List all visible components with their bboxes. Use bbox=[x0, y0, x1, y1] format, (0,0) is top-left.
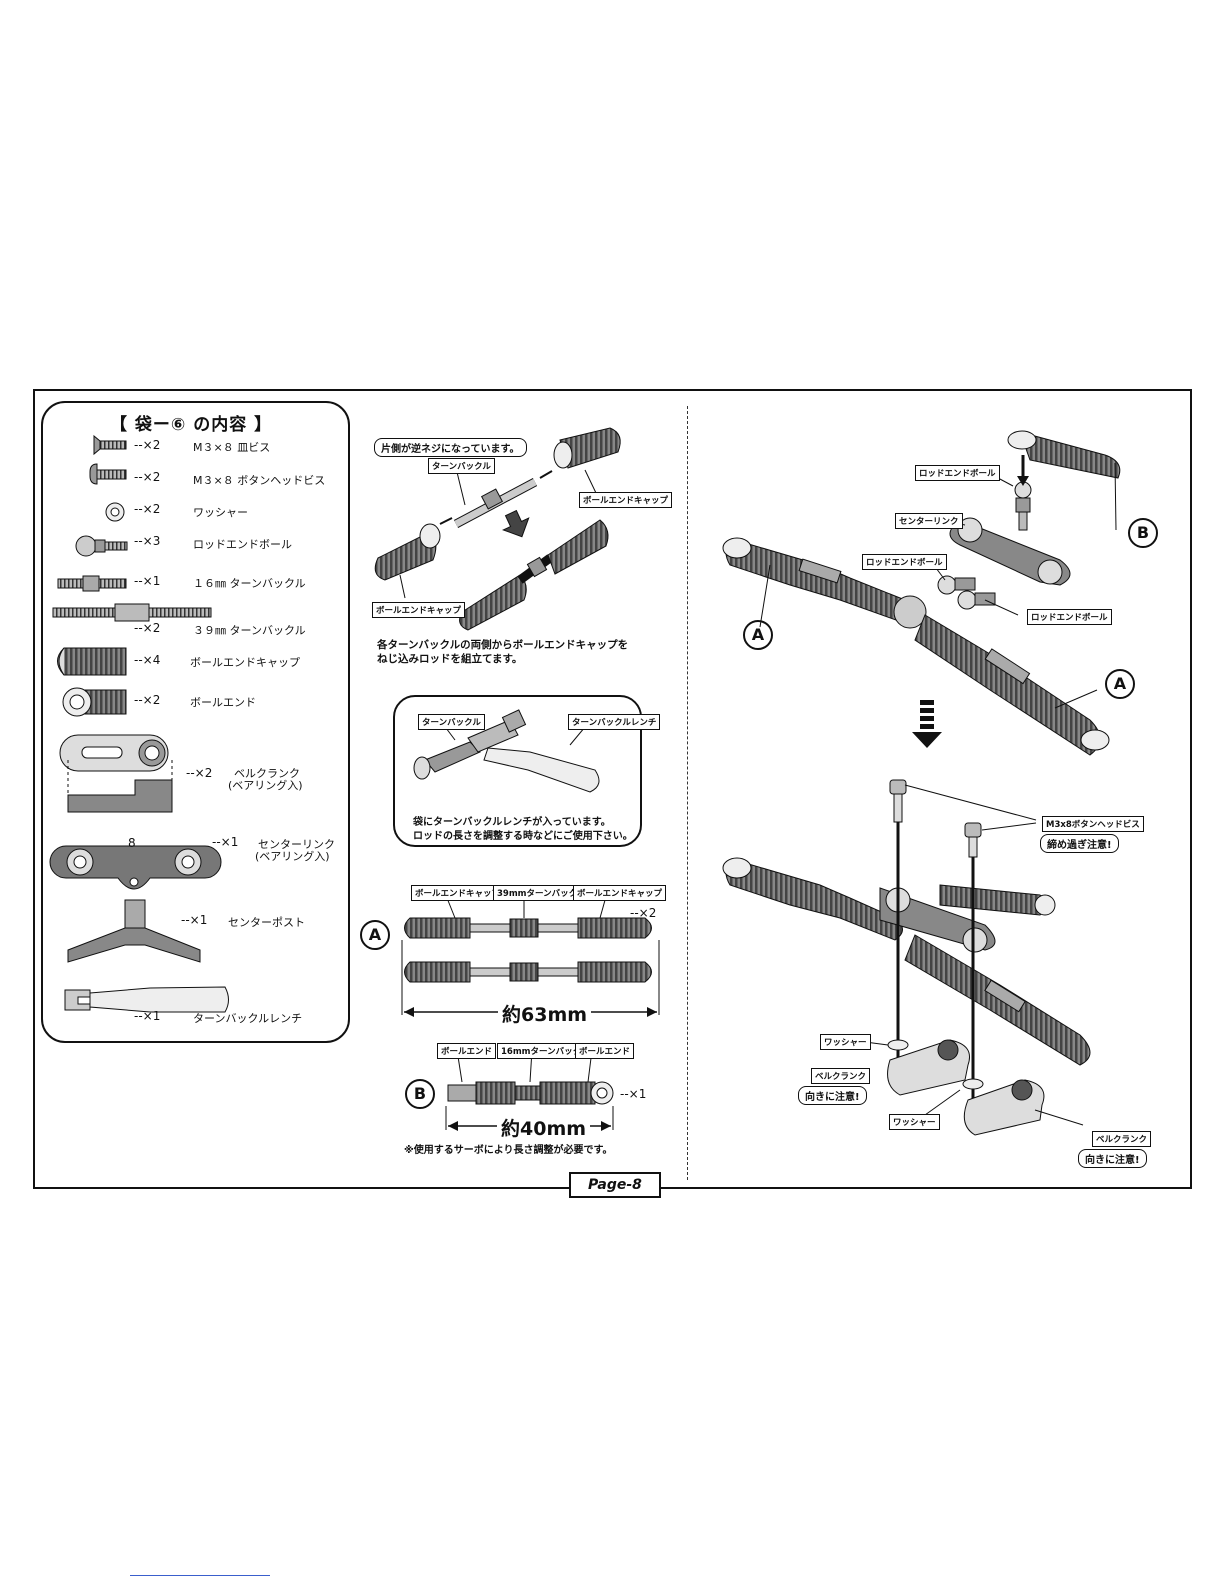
flat-screw-icon bbox=[93, 434, 127, 456]
qty-center-link: --×1 bbox=[212, 835, 239, 849]
wrench-note-line1: 袋にターンバックルレンチが入っています。 bbox=[413, 817, 611, 828]
name-washer: ワッシャー bbox=[193, 506, 248, 519]
wrench-label-turnbuckle: ターンバックル bbox=[418, 714, 485, 730]
qty-turnbuckle-39: --×2 bbox=[134, 621, 161, 635]
rod-a-drawing bbox=[401, 917, 660, 1017]
section-divider bbox=[687, 406, 688, 1180]
rod-b-label-end-right: ボールエンド bbox=[575, 1043, 635, 1059]
note-direction-left: 向きに注意! bbox=[798, 1086, 867, 1105]
ballend-cap-icon bbox=[57, 647, 127, 676]
parts-list-title: 【 袋ー⑥ の内容 】 bbox=[110, 415, 273, 435]
qty-turnbuckle-16: --×1 bbox=[134, 574, 161, 588]
label-ballend-cap-left: ボールエンドキャップ bbox=[372, 602, 466, 618]
note-direction-right: 向きに注意! bbox=[1078, 1149, 1147, 1168]
wrench-info-box bbox=[393, 695, 642, 847]
rod-a-qty: --×2 bbox=[630, 906, 657, 920]
label-bellcrank-right: ベルクランク bbox=[1092, 1131, 1152, 1147]
linkage-upper-drawing bbox=[722, 430, 1121, 756]
rod-b-length: 約40mm bbox=[497, 1114, 591, 1141]
label-rodend-ball-right: ロッドエンドボール bbox=[1027, 609, 1112, 625]
label-turnbuckle: ターンバックル bbox=[428, 458, 495, 474]
name-rodend-ball: ロッドエンドボール bbox=[193, 538, 292, 551]
rod-a-label-cap-left: ボールエンドキャップ bbox=[411, 885, 505, 901]
center-link-icon bbox=[49, 845, 222, 890]
marker-b: B bbox=[1128, 518, 1158, 548]
label-center-link: センターリンク bbox=[895, 513, 963, 529]
name-button-head-screw: M３×８ ボタンヘッドビス bbox=[193, 474, 326, 487]
rod-a-label-cap-right: ボールエンドキャップ bbox=[573, 885, 667, 901]
rod-a-label-turnbuckle: 39mmターンバックル bbox=[493, 885, 590, 901]
center-link-mark: 8 bbox=[128, 836, 136, 850]
wrench-usage-drawing bbox=[413, 709, 600, 793]
rod-b-qty: --×1 bbox=[620, 1087, 647, 1101]
page-number: Page-8 bbox=[569, 1172, 661, 1198]
qty-bellcrank: --×2 bbox=[186, 766, 213, 780]
qty-flat-screw: --×2 bbox=[134, 438, 161, 452]
down-arrow-icon bbox=[912, 700, 942, 748]
rodend-ball-icon bbox=[75, 535, 128, 557]
turnbuckle-exploded-drawing bbox=[374, 427, 621, 631]
label-washer-left: ワッシャー bbox=[820, 1034, 871, 1050]
rod-b-marker: B bbox=[405, 1079, 435, 1109]
name-ballend: ボールエンド bbox=[190, 696, 256, 709]
wrench-label-wrench: ターンバックルレンチ bbox=[568, 714, 661, 730]
parts-contents-box bbox=[41, 401, 350, 1043]
qty-washer: --×2 bbox=[134, 502, 161, 516]
button-head-screw-icon bbox=[89, 463, 127, 485]
qty-button-head-screw: --×2 bbox=[134, 470, 161, 484]
label-ballend-cap-right: ボールエンドキャップ bbox=[579, 492, 673, 508]
assembly-instruction-line1: 各ターンバックルの両側からボールエンドキャップを bbox=[377, 639, 629, 651]
rod-a-marker: A bbox=[360, 920, 390, 950]
name-turnbuckle-16: １６㎜ ターンバックル bbox=[193, 577, 306, 590]
name-ballend-cap: ボールエンドキャップ bbox=[190, 656, 300, 669]
note-overtighten: 締め過ぎ注意! bbox=[1040, 834, 1119, 853]
ballend-icon bbox=[62, 687, 127, 717]
qty-rodend-ball: --×3 bbox=[134, 534, 161, 548]
center-post-icon bbox=[67, 899, 201, 963]
name-center-post: センターポスト bbox=[228, 916, 305, 929]
footer-link-underline bbox=[130, 1575, 270, 1576]
wrench-note-line2: ロッドの長さを調整する時などにご使用下さい。 bbox=[413, 831, 633, 842]
qty-center-post: --×1 bbox=[181, 913, 208, 927]
label-rodend-ball-top: ロッドエンドボール bbox=[915, 465, 1000, 481]
marker-a-left: A bbox=[743, 620, 773, 650]
name-turnbuckle-39: ３９㎜ ターンバックル bbox=[193, 624, 306, 637]
marker-a-right: A bbox=[1105, 669, 1135, 699]
qty-ballend-cap: --×4 bbox=[134, 653, 161, 667]
bellcrank-icon bbox=[59, 734, 173, 813]
name-bellcrank: ベルクランク bbox=[234, 767, 300, 780]
rod-b-note: ※使用するサーボにより長さ調整が必要です。 bbox=[404, 1145, 613, 1156]
rod-a-length: 約63mm bbox=[498, 1000, 592, 1027]
label-washer-right: ワッシャー bbox=[889, 1114, 940, 1130]
rod-b-label-end-left: ボールエンド bbox=[437, 1043, 497, 1059]
name-center-link: センターリンク bbox=[258, 838, 335, 851]
turnbuckle-wrench-icon bbox=[64, 986, 229, 1013]
reverse-thread-note: 片側が逆ネジになっています。 bbox=[374, 438, 527, 457]
qty-ballend: --×2 bbox=[134, 693, 161, 707]
turnbuckle-39mm-icon bbox=[52, 603, 212, 622]
turnbuckle-16mm-icon bbox=[57, 575, 127, 592]
qty-turnbuckle-wrench: --×1 bbox=[134, 1009, 161, 1023]
name-turnbuckle-wrench: ターンバックルレンチ bbox=[193, 1012, 303, 1025]
linkage-lower-drawing bbox=[722, 779, 1091, 1136]
washer-icon bbox=[105, 502, 125, 522]
label-bellcrank-left: ベルクランク bbox=[811, 1068, 871, 1084]
assembly-instruction-line2: ねじ込みロッドを組立てます。 bbox=[377, 653, 523, 665]
name-flat-screw: M３×８ 皿ビス bbox=[193, 441, 271, 454]
sub-bellcrank: (ベアリング入) bbox=[228, 779, 303, 792]
label-button-head-screw: M3x8ボタンヘッドビス bbox=[1042, 816, 1144, 832]
sub-center-link: (ベアリング入) bbox=[255, 850, 330, 863]
label-rodend-ball-mid: ロッドエンドボール bbox=[862, 554, 947, 570]
